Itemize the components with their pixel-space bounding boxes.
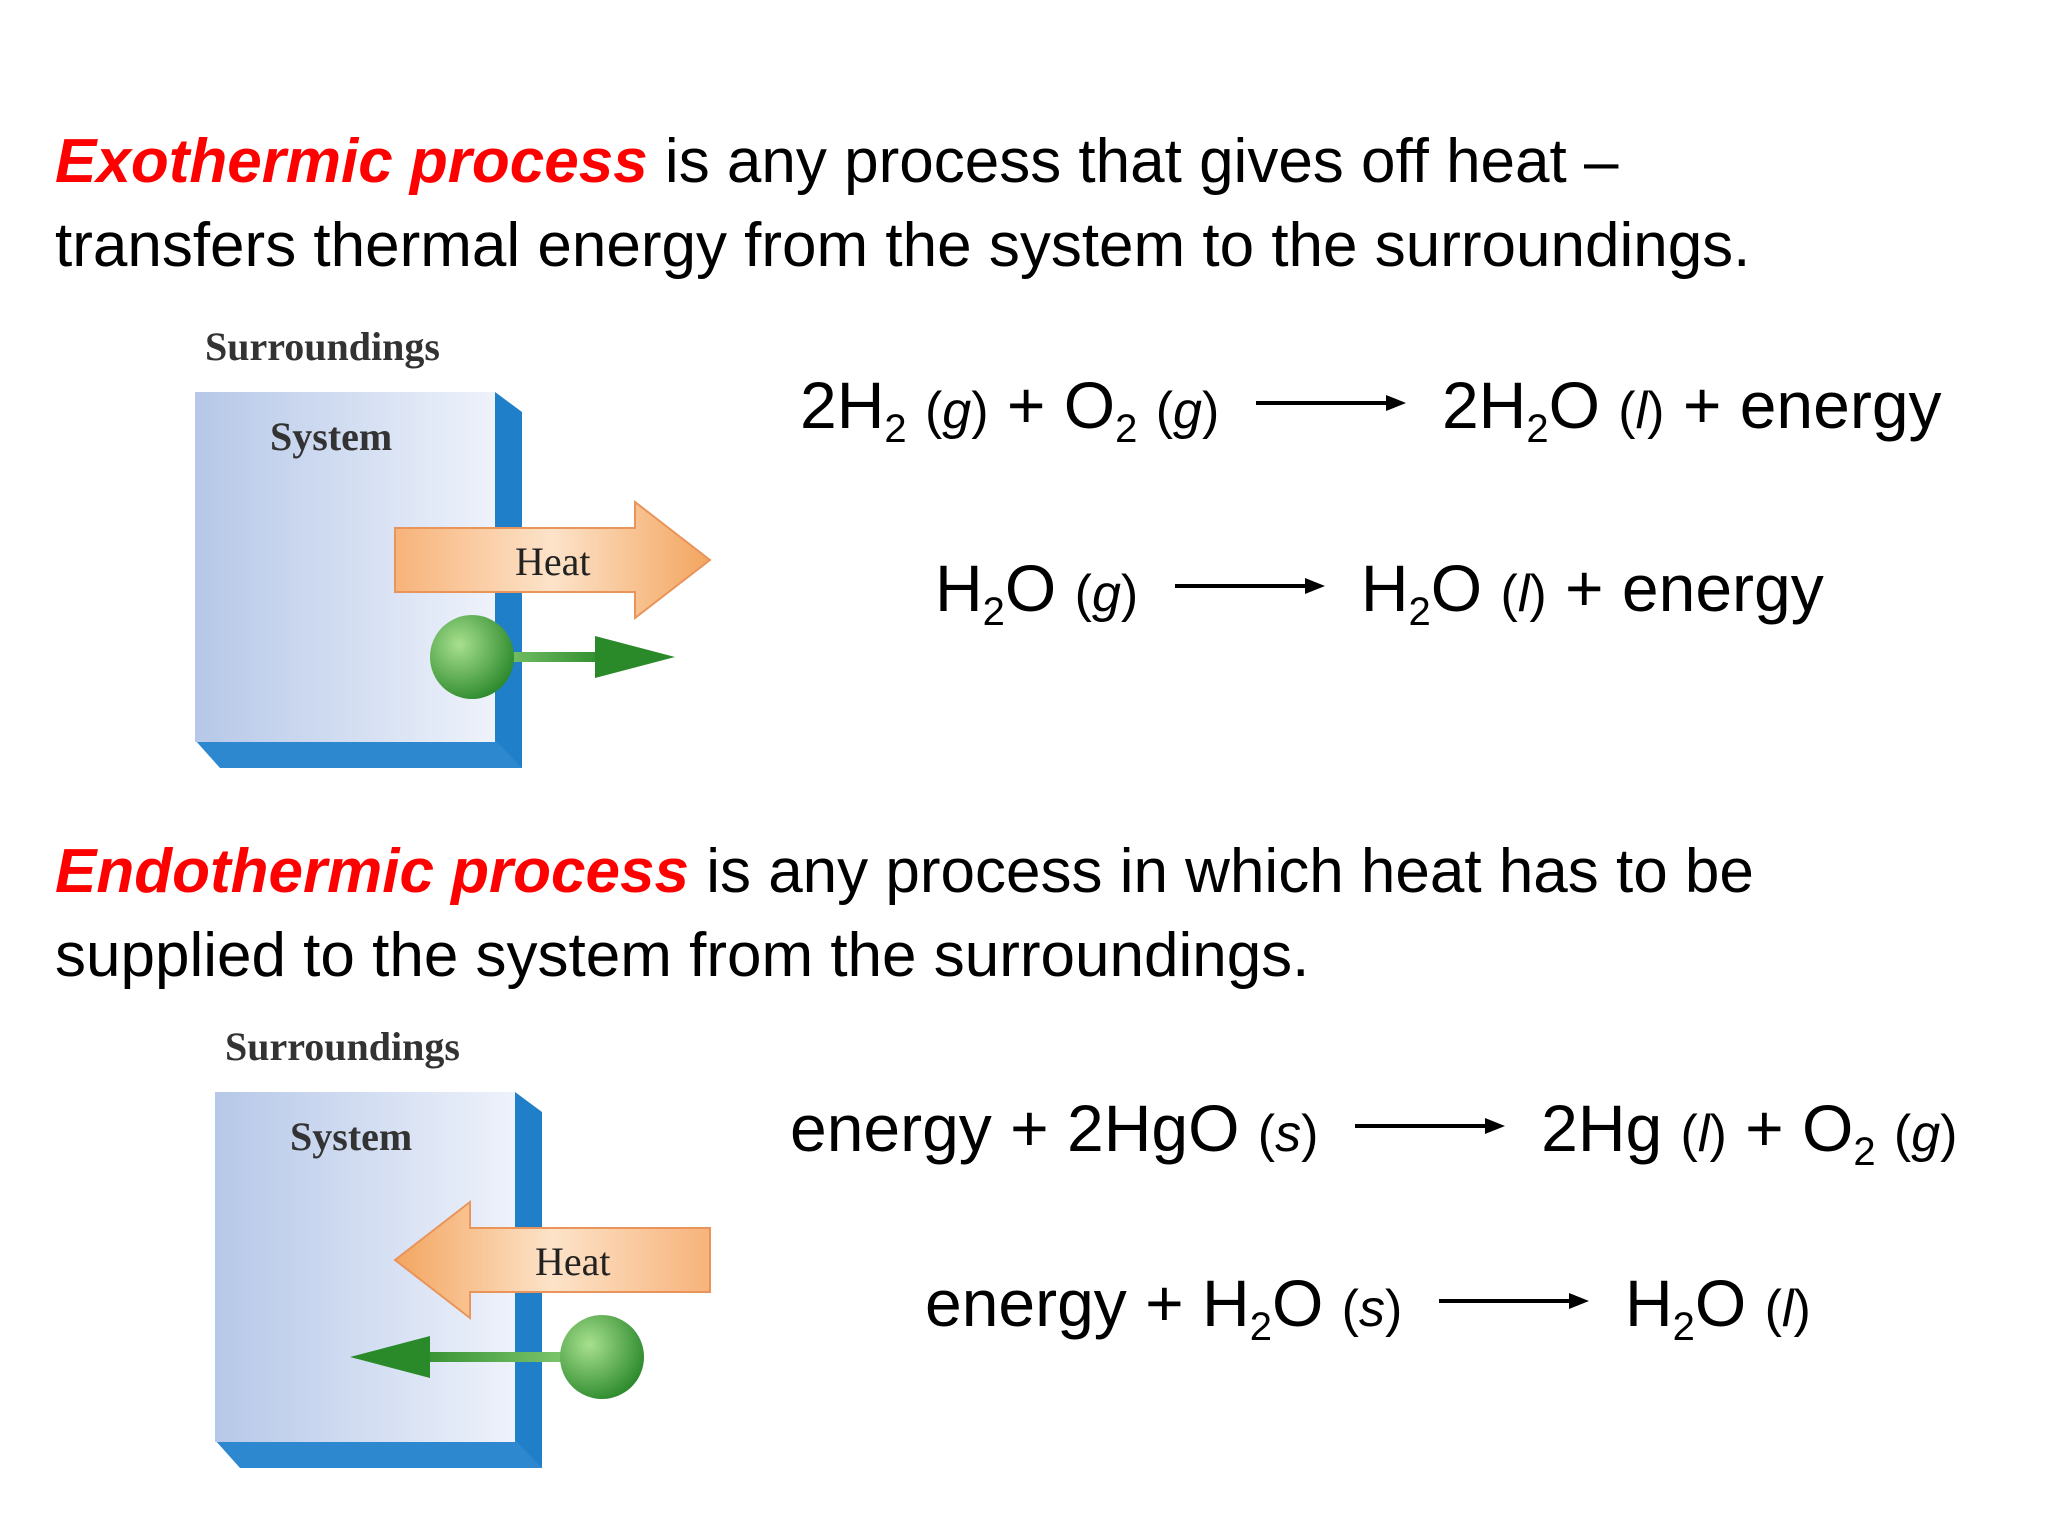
eq-state: s	[1358, 1280, 1385, 1338]
eq-species: 2H	[800, 368, 885, 442]
eq-energy: + energy	[1546, 551, 1824, 625]
exothermic-equation-2: H2O (g) H2O (l) + energy	[935, 551, 1824, 634]
endothermic-definition-line2: supplied to the system from the surround…	[55, 921, 1310, 990]
endothermic-definition-line1: is any process in which heat has to be	[688, 837, 1754, 906]
particle-ball	[430, 615, 514, 699]
reaction-arrow-icon	[1174, 577, 1325, 594]
eq-species: H	[1624, 1266, 1673, 1340]
eq-subscript: 2	[1249, 1305, 1272, 1349]
reaction-arrow-icon	[1438, 1292, 1589, 1309]
system-box-bottom	[215, 1440, 542, 1468]
endothermic-equation-2: energy + H2O (s) H2O (l)	[925, 1266, 1811, 1349]
exothermic-definition-line1: is any process that gives off heat –	[647, 127, 1619, 196]
eq-species: O	[1694, 1266, 1765, 1340]
eq-species: O	[1004, 551, 1057, 625]
endothermic-definition: Endothermic process is any process in wh…	[55, 830, 2035, 998]
endothermic-equation-1: energy + 2HgO (s) 2Hg (l) + O2 (g)	[790, 1091, 1958, 1174]
particle-arrow-head	[595, 636, 675, 678]
particle-ball	[560, 1315, 644, 1399]
eq-species: energy + 2HgO	[790, 1091, 1258, 1165]
eq-subscript: 2	[1526, 407, 1549, 451]
endothermic-figure: Surroundings System Heat	[200, 1010, 760, 1480]
eq-state: g	[1173, 382, 1202, 440]
endothermic-term: Endothermic process	[55, 837, 689, 906]
particle-arrow-shaft	[400, 1352, 600, 1362]
eq-plus: +	[1726, 1091, 1802, 1165]
system-box-bottom	[195, 740, 522, 768]
eq-species: energy + H	[925, 1266, 1250, 1340]
exothermic-definition: Exothermic process is any process that g…	[55, 120, 2035, 288]
eq-state: g	[942, 382, 972, 440]
reaction-arrow-icon	[1255, 394, 1406, 411]
surroundings-label: Surroundings	[205, 324, 440, 369]
eq-species: 2H	[1441, 368, 1527, 442]
eq-energy: + energy	[1664, 368, 1942, 442]
eq-state: g	[1911, 1105, 1941, 1163]
eq-species: O	[1063, 368, 1116, 442]
eq-subscript: 2	[1672, 1305, 1695, 1349]
particle-arrow-head	[350, 1336, 430, 1378]
eq-state: s	[1275, 1105, 1302, 1163]
heat-label: Heat	[515, 539, 591, 584]
system-label: System	[270, 414, 392, 459]
eq-state: l	[1697, 1105, 1710, 1163]
surroundings-label: Surroundings	[225, 1024, 460, 1069]
eq-plus: +	[988, 368, 1064, 442]
heat-label: Heat	[535, 1239, 611, 1284]
eq-subscript: 2	[982, 590, 1005, 634]
eq-species: O	[1548, 368, 1600, 442]
eq-state: l	[1635, 382, 1648, 440]
heat-arrow-in	[393, 1199, 711, 1321]
exothermic-equation-1: 2H2 (g) + O2 (g) 2H2O (l) + energy	[800, 368, 1942, 451]
eq-subscript: 2	[1115, 407, 1138, 451]
eq-species: 2Hg	[1541, 1091, 1681, 1165]
particle-arrow-shaft	[470, 652, 610, 662]
eq-state: g	[1091, 565, 1121, 623]
eq-subscript: 2	[884, 407, 907, 451]
system-label: System	[290, 1114, 412, 1159]
exothermic-term: Exothermic process	[55, 127, 648, 196]
eq-species: O	[1430, 551, 1483, 625]
exothermic-figure: Surroundings System Heat	[180, 320, 740, 780]
eq-species: H	[1360, 551, 1409, 625]
eq-subscript: 2	[1853, 1130, 1876, 1174]
eq-state: l	[1781, 1280, 1794, 1338]
eq-species: O	[1801, 1091, 1854, 1165]
exothermic-diagram: Surroundings System Heat	[195, 324, 712, 768]
heat-arrow-out	[394, 499, 712, 621]
endothermic-diagram: Surroundings System Heat	[215, 1024, 711, 1468]
reaction-arrow-icon	[1354, 1117, 1505, 1134]
eq-species: O	[1271, 1266, 1342, 1340]
exothermic-definition-line2: transfers thermal energy from the system…	[55, 211, 1751, 280]
eq-subscript: 2	[1408, 590, 1431, 634]
eq-state: l	[1517, 565, 1530, 623]
eq-species: H	[935, 551, 983, 625]
